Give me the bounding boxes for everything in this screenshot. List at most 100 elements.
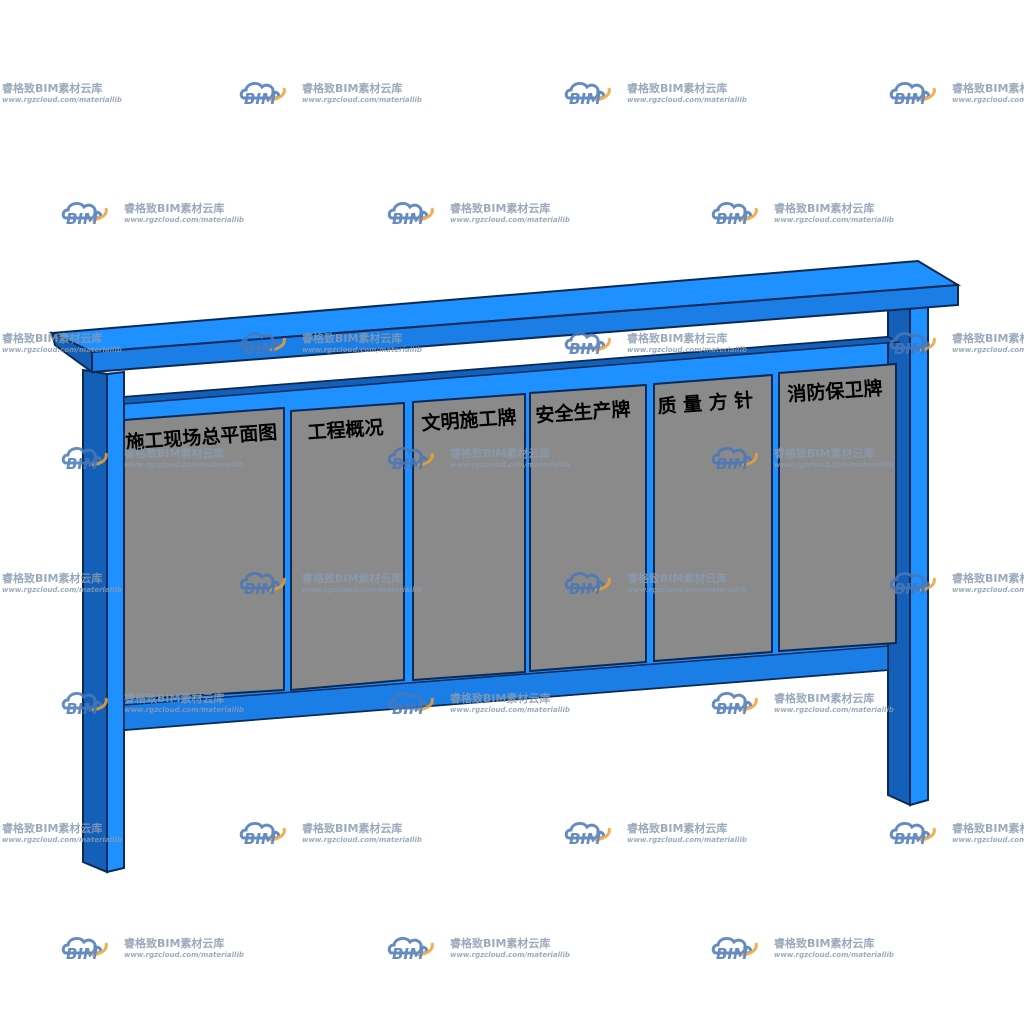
- watermark-url: www.rgzcloud.com/materiallib: [774, 216, 894, 224]
- watermark-url: www.rgzcloud.com/materiallib: [302, 586, 422, 594]
- watermark-logo-text: BIM: [392, 945, 424, 963]
- watermark-brand: 睿格致BIM素材云库: [124, 936, 224, 950]
- panel-group: 施工现场总平面图 工程概况 文明施工牌 安全生产牌 质 量 方 针 消防保卫牌: [123, 362, 897, 702]
- watermark-logo-text: BIM: [569, 580, 601, 598]
- watermark-brand: 睿格致BIM素材云库: [124, 446, 224, 460]
- watermark-url: www.rgzcloud.com/materiallib: [124, 461, 244, 469]
- watermark-url: www.rgzcloud.com/materiallib: [302, 836, 422, 844]
- watermark-logo-text: BIM: [894, 90, 926, 108]
- cloud-logo-icon: [61, 936, 108, 957]
- watermark-url: www.rgzcloud.com/materiallib: [450, 951, 570, 959]
- watermark-brand: 睿格致BIM素材云库: [2, 571, 102, 585]
- cloud-logo-icon: [564, 571, 611, 592]
- cloud-logo-icon: [387, 201, 434, 222]
- panel-3: 文明施工牌: [412, 392, 526, 682]
- watermark-logo-text: BIM: [894, 580, 926, 598]
- watermark: BIM睿格致BIM素材云库www.rgzcloud.com/materialli…: [711, 201, 894, 228]
- watermark-logo-text: BIM: [66, 455, 98, 473]
- cloud-logo-icon: [239, 821, 286, 842]
- watermark-brand: 睿格致BIM素材云库: [952, 821, 1024, 835]
- watermark-logo-text: BIM: [569, 90, 601, 108]
- watermark-url: www.rgzcloud.com/materiallib: [302, 96, 422, 104]
- watermark: BIM睿格致BIM素材云库www.rgzcloud.com/materialli…: [711, 936, 894, 963]
- watermark-url: www.rgzcloud.com/materiallib: [952, 96, 1024, 104]
- watermark-url: www.rgzcloud.com/materiallib: [774, 951, 894, 959]
- watermark-url: www.rgzcloud.com/materiallib: [450, 461, 570, 469]
- watermark-logo-text: BIM: [716, 210, 748, 228]
- watermark-url: www.rgzcloud.com/materiallib: [774, 706, 894, 714]
- watermark: BIM睿格致BIM素材云库www.rgzcloud.com/materialli…: [564, 571, 747, 598]
- watermark-brand: 睿格致BIM素材云库: [2, 331, 102, 345]
- watermark-logo-text: BIM: [244, 340, 276, 358]
- watermark: BIM睿格致BIM素材云库www.rgzcloud.com/materialli…: [61, 201, 244, 228]
- watermark-url: www.rgzcloud.com/materiallib: [450, 216, 570, 224]
- watermark-brand: 睿格致BIM素材云库: [774, 691, 874, 705]
- watermark: BIM睿格致BIM素材云库www.rgzcloud.com/materialli…: [239, 821, 422, 848]
- watermark-logo-text: BIM: [894, 830, 926, 848]
- watermark: BIM睿格致BIM素材云库www.rgzcloud.com/materialli…: [2, 81, 122, 104]
- watermark-brand: 睿格致BIM素材云库: [952, 331, 1024, 345]
- watermark: BIM睿格致BIM素材云库www.rgzcloud.com/materialli…: [711, 446, 894, 473]
- watermark-logo-text: BIM: [66, 945, 98, 963]
- cloud-logo-icon: [889, 821, 936, 842]
- watermark-url: www.rgzcloud.com/materiallib: [124, 706, 244, 714]
- watermark-url: www.rgzcloud.com/materiallib: [627, 96, 747, 104]
- watermark-url: www.rgzcloud.com/materiallib: [2, 346, 122, 354]
- watermark-logo-text: BIM: [569, 830, 601, 848]
- watermark-url: www.rgzcloud.com/materiallib: [2, 836, 122, 844]
- watermark-brand: 睿格致BIM素材云库: [952, 81, 1024, 95]
- watermark: BIM睿格致BIM素材云库www.rgzcloud.com/materialli…: [889, 331, 1024, 358]
- cloud-logo-icon: [387, 936, 434, 957]
- watermark-url: www.rgzcloud.com/materiallib: [2, 96, 122, 104]
- watermark-brand: 睿格致BIM素材云库: [450, 691, 550, 705]
- watermark-brand: 睿格致BIM素材云库: [774, 446, 874, 460]
- watermark-url: www.rgzcloud.com/materiallib: [627, 836, 747, 844]
- watermark-brand: 睿格致BIM素材云库: [450, 446, 550, 460]
- panel-5: 质 量 方 针: [653, 373, 773, 663]
- watermark-logo-text: BIM: [244, 90, 276, 108]
- watermark-brand: 睿格致BIM素材云库: [627, 821, 727, 835]
- watermark-logo-text: BIM: [66, 700, 98, 718]
- watermark: BIM睿格致BIM素材云库www.rgzcloud.com/materialli…: [387, 446, 570, 473]
- cloud-logo-icon: [889, 331, 936, 352]
- watermark: BIM睿格致BIM素材云库www.rgzcloud.com/materialli…: [564, 331, 747, 358]
- watermark-logo-text: BIM: [716, 700, 748, 718]
- watermark: BIM 睿格致BIM素材云库www.rgzcloud.com/materialli…: [387, 936, 570, 963]
- watermark-url: www.rgzcloud.com/materiallib: [450, 706, 570, 714]
- panel-1: 施工现场总平面图: [123, 406, 285, 702]
- cloud-logo-icon: [239, 81, 286, 102]
- watermark-brand: 睿格致BIM素材云库: [627, 571, 727, 585]
- cloud-logo-icon: [239, 331, 286, 352]
- cloud-logo-icon: [711, 446, 758, 467]
- watermark: BIM 睿格致BIM素材云库www.rgzcloud.com/materialli…: [239, 81, 422, 108]
- cloud-logo-icon: [889, 571, 936, 592]
- cloud-logo-icon: [711, 691, 758, 712]
- watermark: BIM 睿格致BIM素材云库www.rgzcloud.com/materialli…: [61, 446, 244, 473]
- watermark-logo-text: BIM: [392, 210, 424, 228]
- watermark-url: www.rgzcloud.com/materiallib: [774, 461, 894, 469]
- watermark-logo-text: BIM: [66, 210, 98, 228]
- watermark-brand: 睿格致BIM素材云库: [627, 81, 727, 95]
- left-post: [82, 368, 125, 874]
- watermark: BIM睿格致BIM素材云库www.rgzcloud.com/materialli…: [2, 571, 122, 594]
- panel-title-2: 工程概况: [307, 417, 384, 444]
- roof-canopy: [48, 259, 962, 374]
- cloud-logo-icon: [889, 81, 936, 102]
- cloud-logo-icon: [61, 691, 108, 712]
- watermark: BIM 睿格致BIM素材云库www.rgzcloud.com/materialli…: [564, 821, 747, 848]
- watermark-logo-text: BIM: [392, 700, 424, 718]
- watermark-brand: 睿格致BIM素材云库: [952, 571, 1024, 585]
- watermark-url: www.rgzcloud.com/materiallib: [124, 951, 244, 959]
- cloud-logo-icon: [564, 331, 611, 352]
- watermark-logo-text: BIM: [244, 830, 276, 848]
- cloud-logo-icon: [239, 571, 286, 592]
- panel-2: 工程概况: [290, 401, 405, 692]
- watermark: BIM 睿格致BIM素材云库www.rgzcloud.com/materialli…: [387, 691, 570, 718]
- watermark-url: www.rgzcloud.com/materiallib: [952, 586, 1024, 594]
- watermark-url: www.rgzcloud.com/materiallib: [2, 586, 122, 594]
- watermark-brand: 睿格致BIM素材云库: [302, 331, 402, 345]
- watermark-brand: 睿格致BIM素材云库: [302, 81, 402, 95]
- watermark-brand: 睿格致BIM素材云库: [124, 691, 224, 705]
- watermark: BIM睿格致BIM素材云库www.rgzcloud.com/materialli…: [239, 571, 422, 598]
- watermark-brand: 睿格致BIM素材云库: [450, 936, 550, 950]
